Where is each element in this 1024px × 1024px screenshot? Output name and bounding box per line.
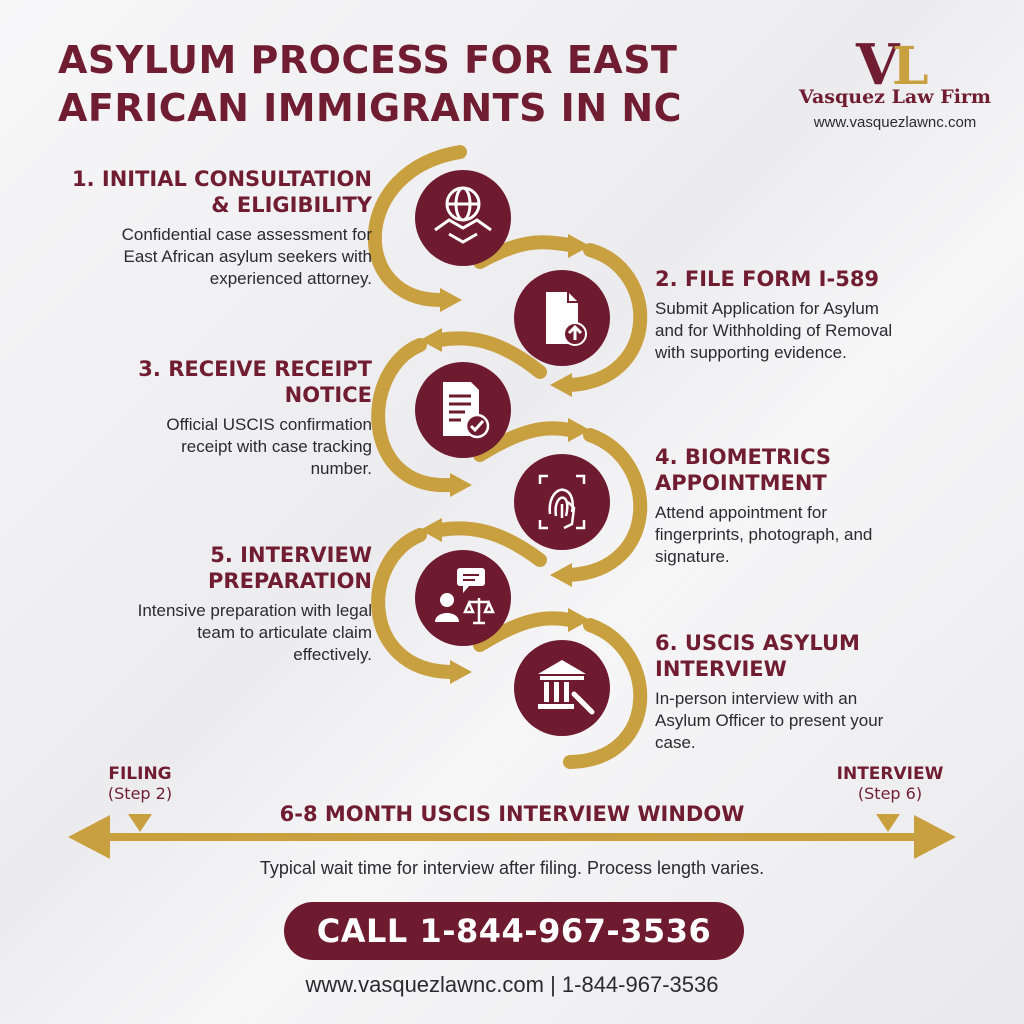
footer-contact[interactable]: www.vasquezlawnc.com | 1-844-967-3536 (305, 972, 719, 997)
step-2-description: Submit Application for Asylum and for Wi… (655, 298, 995, 364)
step-2-desc-line-2: and for Withholding of Removal (655, 321, 893, 340)
step-6-description: In-person interview with an Asylum Offic… (655, 688, 995, 754)
step-1-description: Confidential case assessment for East Af… (40, 224, 372, 290)
step-3: 3. RECEIVE RECEIPT NOTICE Official USCIS… (40, 356, 372, 480)
step-3-title-line-1: 3. RECEIVE RECEIPT (138, 357, 372, 381)
timeline-start-title: FILING (108, 764, 172, 784)
timeline-start-label: FILING (Step 2) (90, 764, 190, 804)
timeline-left-arrowhead (68, 815, 110, 859)
step-3-title-line-2: NOTICE (284, 383, 372, 407)
step-4-title-line-1: 4. BIOMETRICS (655, 445, 832, 469)
step-1-desc-line-1: Confidential case assessment for (121, 225, 372, 244)
call-button[interactable]: CALL 1-844-967-3536 (284, 902, 744, 960)
step-4-desc-line-3: signature. (655, 547, 730, 566)
timeline-start-sub: (Step 2) (107, 784, 173, 803)
step-6: 6. USCIS ASYLUM INTERVIEW In-person inte… (655, 630, 995, 754)
step-1-title: 1. INITIAL CONSULTATION & ELIGIBILITY (40, 166, 372, 218)
person-chat-scales-icon (415, 550, 511, 646)
step-5-desc-line-1: Intensive preparation with legal (137, 601, 372, 620)
timeline-end-marker (876, 814, 900, 832)
timeline-end-label: INTERVIEW (Step 6) (820, 764, 960, 804)
step-4-description: Attend appointment for fingerprints, pho… (655, 502, 995, 568)
step-6-title-line-2: INTERVIEW (655, 657, 787, 681)
fingerprint-icon (514, 454, 610, 550)
document-upload-icon (514, 270, 610, 366)
logo-letter-v: V (855, 34, 901, 90)
step-5-description: Intensive preparation with legal team to… (40, 600, 372, 666)
page-title-line-1: ASYLUM PROCESS FOR EAST (58, 38, 678, 82)
step-6-title: 6. USCIS ASYLUM INTERVIEW (655, 630, 995, 682)
step-1-title-line-1: 1. INITIAL CONSULTATION (72, 167, 372, 191)
step-3-desc-line-1: Official USCIS confirmation (166, 415, 372, 434)
timeline-right-arrowhead (914, 815, 956, 859)
firm-website-link[interactable]: www.vasquezlawnc.com (813, 114, 977, 131)
step-6-title-line-1: 6. USCIS ASYLUM (655, 631, 860, 655)
document-check-icon (415, 362, 511, 458)
step-2-desc-line-1: Submit Application for Asylum (655, 299, 879, 318)
timeline-end-title: INTERVIEW (836, 764, 944, 784)
timeline-start-marker (128, 814, 152, 832)
step-6-desc-line-1: In-person interview with an (655, 689, 858, 708)
page-title: ASYLUM PROCESS FOR EAST AFRICAN IMMIGRAN… (58, 36, 778, 132)
step-3-desc-line-3: number. (310, 459, 372, 478)
firm-logo[interactable]: V L (852, 34, 942, 90)
globe-handshake-icon (415, 170, 511, 266)
step-5-title: 5. INTERVIEW PREPARATION (40, 542, 372, 594)
step-4-title-line-2: APPOINTMENT (655, 471, 827, 495)
timeline-note: Typical wait time for interview after fi… (259, 858, 765, 878)
timeline-window-title: 6-8 MONTH USCIS INTERVIEW WINDOW (279, 802, 745, 826)
step-5-title-line-2: PREPARATION (208, 569, 372, 593)
step-4-title: 4. BIOMETRICS APPOINTMENT (655, 444, 995, 496)
step-3-desc-line-2: receipt with case tracking (181, 437, 372, 456)
step-5: 5. INTERVIEW PREPARATION Intensive prepa… (40, 542, 372, 666)
step-5-title-line-1: 5. INTERVIEW (210, 543, 372, 567)
page-title-line-2: AFRICAN IMMIGRANTS IN NC (58, 86, 683, 130)
step-1-desc-line-3: experienced attorney. (209, 269, 372, 288)
firm-name: Vasquez Law Firm (798, 86, 992, 108)
courthouse-gavel-icon (514, 640, 610, 736)
step-5-desc-line-3: effectively. (293, 645, 372, 664)
step-2-title-line-1: 2. FILE FORM I-589 (655, 267, 880, 291)
step-4-desc-line-2: fingerprints, photograph, and (655, 525, 873, 544)
step-2: 2. FILE FORM I-589 Submit Application fo… (655, 266, 995, 364)
step-1: 1. INITIAL CONSULTATION & ELIGIBILITY Co… (40, 166, 372, 290)
timeline-end-sub: (Step 6) (857, 784, 923, 803)
step-4: 4. BIOMETRICS APPOINTMENT Attend appoint… (655, 444, 995, 568)
step-3-title: 3. RECEIVE RECEIPT NOTICE (40, 356, 372, 408)
step-4-desc-line-1: Attend appointment for (655, 503, 828, 522)
step-5-desc-line-2: team to articulate claim (197, 623, 372, 642)
step-6-desc-line-3: case. (655, 733, 696, 752)
logo-letter-l: L (892, 36, 929, 90)
step-2-desc-line-3: with supporting evidence. (655, 343, 847, 362)
step-1-title-line-2: & ELIGIBILITY (211, 193, 372, 217)
step-6-desc-line-2: Asylum Officer to present your (655, 711, 884, 730)
step-2-title: 2. FILE FORM I-589 (655, 266, 995, 292)
step-1-desc-line-2: East African asylum seekers with (123, 247, 372, 266)
step-3-description: Official USCIS confirmation receipt with… (40, 414, 372, 480)
